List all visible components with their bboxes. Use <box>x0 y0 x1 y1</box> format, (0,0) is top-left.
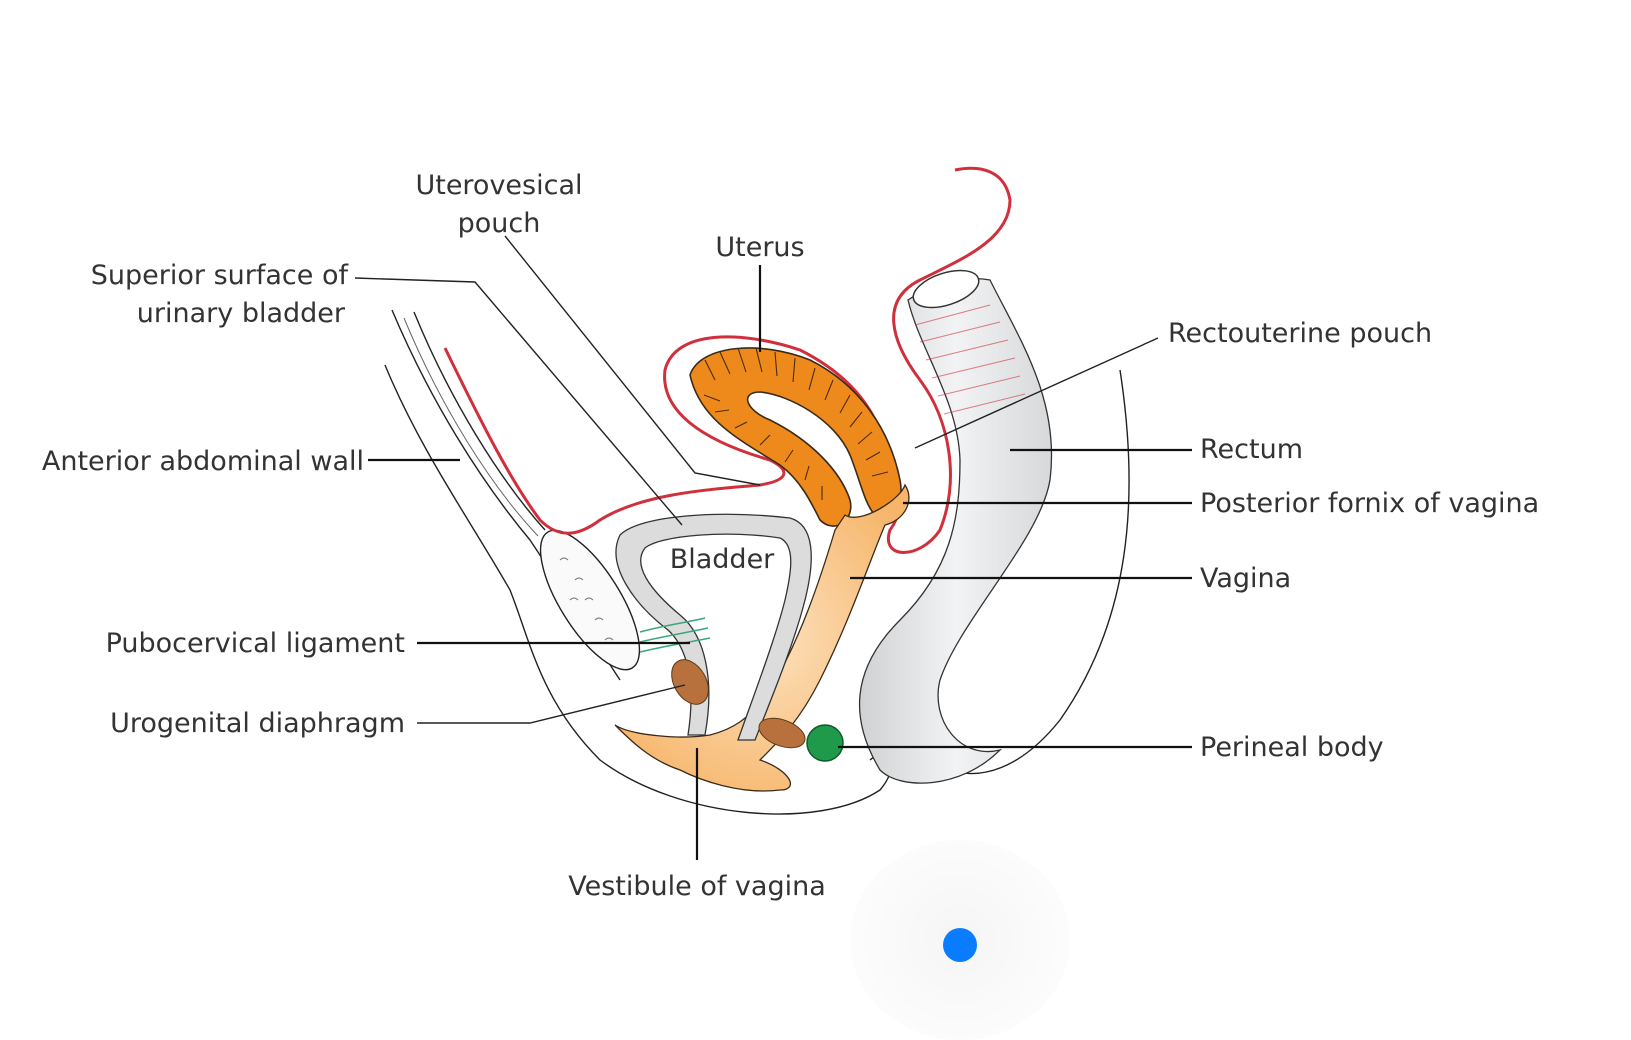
touch-cursor-indicator <box>943 928 977 962</box>
leader-uterovesical-pouch <box>504 235 761 486</box>
pubic-symphysis <box>539 529 641 671</box>
rectum-shape <box>858 278 1053 784</box>
urogenital-diaphragm-shape <box>758 717 806 749</box>
rectum-lumen <box>912 269 980 309</box>
label-vagina: Vagina <box>1200 563 1291 594</box>
label-perineal-body: Perineal body <box>1200 732 1384 763</box>
pubic-symphysis-texture <box>559 557 614 641</box>
label-urogenital-diaphragm: Urogenital diaphragm <box>110 708 405 739</box>
peritoneum-line <box>443 166 1012 554</box>
abdominal-wall-layer <box>413 311 546 531</box>
body-outline <box>384 364 892 815</box>
abdominal-wall-layer <box>403 317 539 537</box>
uterus-shape <box>689 347 902 527</box>
urogenital-diaphragm-shape <box>671 659 709 705</box>
label-uterus: Uterus <box>715 232 804 263</box>
label-uterovesical-pouch: Uterovesical <box>415 170 582 201</box>
label-vestibule-of-vagina: Vestibule of vagina <box>568 871 826 902</box>
label-uterovesical-pouch-2: pouch <box>458 208 541 239</box>
label-rectouterine-pouch: Rectouterine pouch <box>1168 318 1432 349</box>
posterior-body-outline <box>949 369 1130 775</box>
leader-rectouterine <box>914 337 1159 449</box>
label-rectum: Rectum <box>1200 434 1303 465</box>
perineal-body-shape <box>806 724 844 762</box>
leader-superior-surface <box>354 277 683 526</box>
uterus-striations <box>703 347 889 500</box>
label-pubocervical-ligament: Pubocervical ligament <box>106 628 405 659</box>
rectum-peritoneal-bands <box>914 304 1026 415</box>
label-posterior-fornix: Posterior fornix of vagina <box>1200 488 1539 519</box>
anatomy-diagram: Uterovesical pouch Uterus Superior surfa… <box>42 166 1539 902</box>
label-bladder: Bladder <box>670 544 775 575</box>
pubocervical-ligament-shape <box>639 617 711 653</box>
label-anterior-abdominal-wall: Anterior abdominal wall <box>42 446 364 477</box>
leader-urogenital <box>417 684 686 724</box>
label-superior-surface: Superior surface of <box>91 260 350 291</box>
label-superior-surface-2: urinary bladder <box>137 298 346 329</box>
